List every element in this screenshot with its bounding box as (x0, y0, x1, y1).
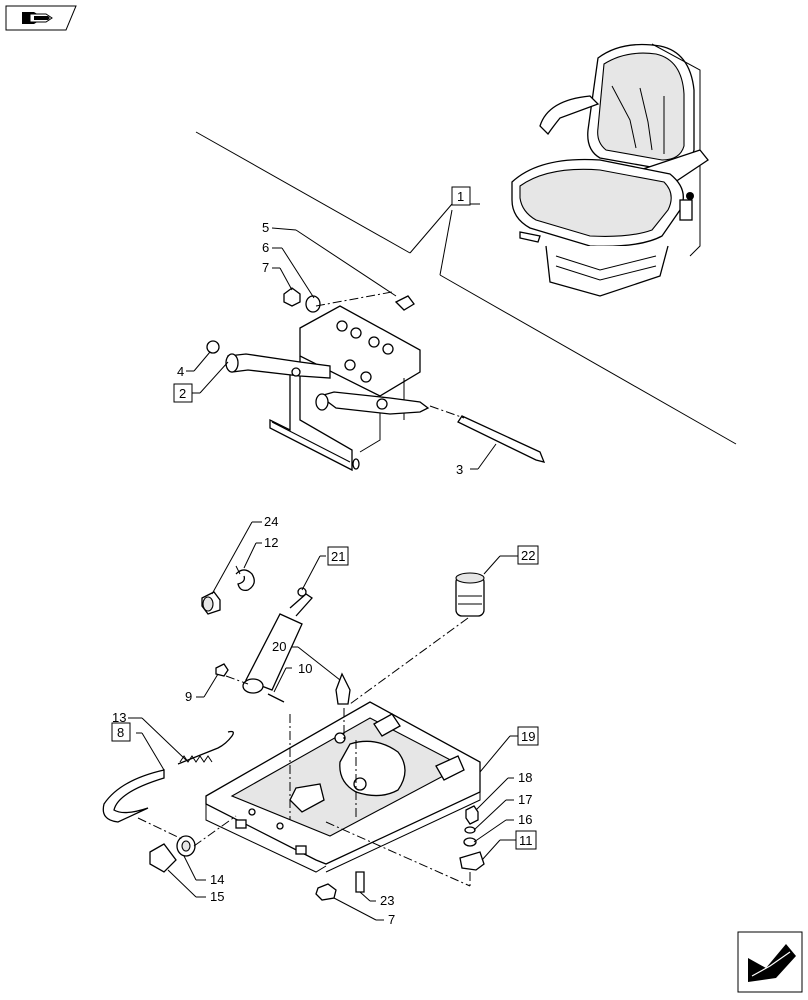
callout-9: 9 (185, 689, 192, 704)
callout-4: 4 (177, 364, 184, 379)
callout-13: 13 (112, 710, 126, 725)
callout-7-bottom: 7 (388, 912, 395, 927)
callout-12: 12 (264, 535, 278, 550)
cone-item-20 (335, 672, 351, 705)
base-plate-item-19 (205, 701, 481, 873)
assembly-lines-top (315, 291, 465, 419)
leaders-top-area (186, 227, 497, 470)
nut-item-7-lower (315, 883, 337, 901)
callout-15: 15 (210, 889, 224, 904)
spring-item-13 (177, 730, 234, 765)
gas-spring-item-21 (242, 587, 313, 703)
callout-7-top: 7 (262, 260, 269, 275)
callout-18: 18 (518, 770, 532, 785)
callout-23: 23 (380, 893, 394, 908)
callout-1: 1 (457, 189, 464, 204)
bumper-item-22 (455, 572, 485, 617)
assembly-lines-bottom (137, 617, 471, 887)
callout-22: 22 (521, 548, 535, 563)
callout-16: 16 (518, 812, 532, 827)
bolt-item-23 (355, 871, 365, 893)
clip-item-15 (149, 843, 177, 873)
spring-item-12 (235, 565, 255, 592)
seat-assembly (511, 43, 709, 297)
callout-11: 11 (519, 833, 533, 848)
callout-boxes (111, 186, 539, 850)
stack-items-16-18 (459, 805, 485, 871)
lever-frame-assembly (225, 305, 430, 472)
callout-6: 6 (262, 240, 269, 255)
bushing-item-24 (201, 591, 221, 615)
callout-17: 17 (518, 792, 532, 807)
callout-14: 14 (210, 872, 224, 887)
small-parts-top (206, 287, 546, 463)
book-arrow-icon[interactable] (5, 5, 77, 31)
callout-19: 19 (521, 729, 535, 744)
callout-3: 3 (456, 462, 463, 477)
nut-item-9 (215, 663, 229, 677)
lever-item-8 (102, 769, 165, 823)
leaders-bottom-area (128, 521, 518, 921)
callout-21: 21 (331, 549, 345, 564)
next-page-arrow-icon[interactable] (737, 931, 803, 993)
callout-5: 5 (262, 220, 269, 235)
callout-24: 24 (264, 514, 278, 529)
callout-2: 2 (179, 386, 186, 401)
callout-10: 10 (298, 661, 312, 676)
callout-8: 8 (117, 725, 124, 740)
bushing-item-14 (176, 835, 196, 857)
callout-20: 20 (272, 639, 286, 654)
